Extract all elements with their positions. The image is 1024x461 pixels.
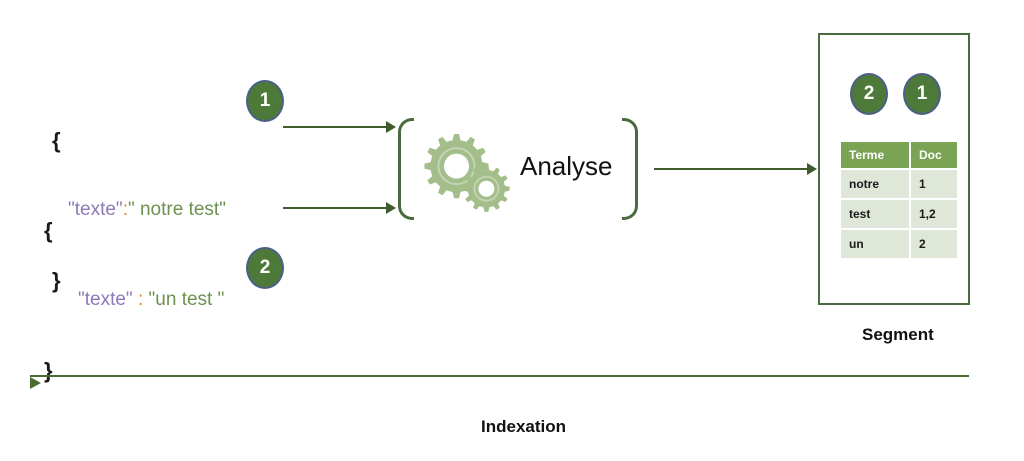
cell-term: un bbox=[841, 230, 909, 258]
json-key: "texte" bbox=[78, 289, 133, 310]
json-close-brace: } bbox=[44, 358, 53, 383]
column-header-terme: Terme bbox=[841, 142, 909, 168]
segment-badge-1: 1 bbox=[903, 73, 941, 115]
json-open-brace: { bbox=[52, 128, 61, 153]
segment-badge-2: 2 bbox=[850, 73, 888, 115]
segment-caption: Segment bbox=[862, 325, 934, 344]
cell-term: notre bbox=[841, 170, 909, 198]
json-colon: : bbox=[132, 289, 149, 310]
indexation-timeline-arrow bbox=[30, 375, 980, 389]
gears-icon bbox=[424, 134, 510, 212]
json-key: "texte" bbox=[68, 199, 123, 220]
table-row: notre 1 bbox=[841, 170, 957, 198]
json-document-1: { "texte":" notre test" } bbox=[52, 92, 226, 340]
table-row: test 1,2 bbox=[841, 200, 957, 228]
table-row: un 2 bbox=[841, 230, 957, 258]
indexation-caption: Indexation bbox=[481, 417, 567, 436]
json-close-brace: } bbox=[52, 268, 61, 293]
arrow-head bbox=[30, 377, 980, 389]
analyse-stage: Analyse bbox=[398, 118, 638, 220]
inverted-index-table: Terme Doc notre 1 test 1,2 un 2 bbox=[839, 140, 959, 260]
json-value: "un test " bbox=[148, 289, 225, 310]
arrow-analyse-to-segment bbox=[654, 163, 817, 175]
arrow-shaft bbox=[30, 375, 969, 377]
arrow-document2-to-analyse bbox=[283, 202, 396, 214]
arrow-head bbox=[386, 121, 396, 133]
arrow-head bbox=[807, 163, 817, 175]
json-document-2: { "texte" : "un test " } bbox=[44, 182, 224, 430]
cell-doc: 1,2 bbox=[911, 200, 957, 228]
arrow-shaft bbox=[283, 207, 387, 209]
column-header-doc: Doc bbox=[911, 142, 957, 168]
cell-doc: 1 bbox=[911, 170, 957, 198]
analyse-label: Analyse bbox=[520, 151, 613, 181]
arrow-document1-to-analyse bbox=[283, 121, 396, 133]
json-colon: : bbox=[122, 199, 128, 220]
json-value: " notre test" bbox=[127, 199, 226, 220]
table-header-row: Terme Doc bbox=[841, 142, 957, 168]
arrow-shaft bbox=[283, 126, 387, 128]
left-bracket-icon bbox=[398, 118, 414, 220]
right-bracket-icon bbox=[622, 118, 638, 220]
document-badge-1: 1 bbox=[246, 80, 284, 122]
segment-box bbox=[818, 33, 970, 305]
document-badge-2: 2 bbox=[246, 247, 284, 289]
json-open-brace: { bbox=[44, 218, 53, 243]
arrow-shaft bbox=[654, 168, 808, 170]
cell-term: test bbox=[841, 200, 909, 228]
arrow-head bbox=[386, 202, 396, 214]
cell-doc: 2 bbox=[911, 230, 957, 258]
